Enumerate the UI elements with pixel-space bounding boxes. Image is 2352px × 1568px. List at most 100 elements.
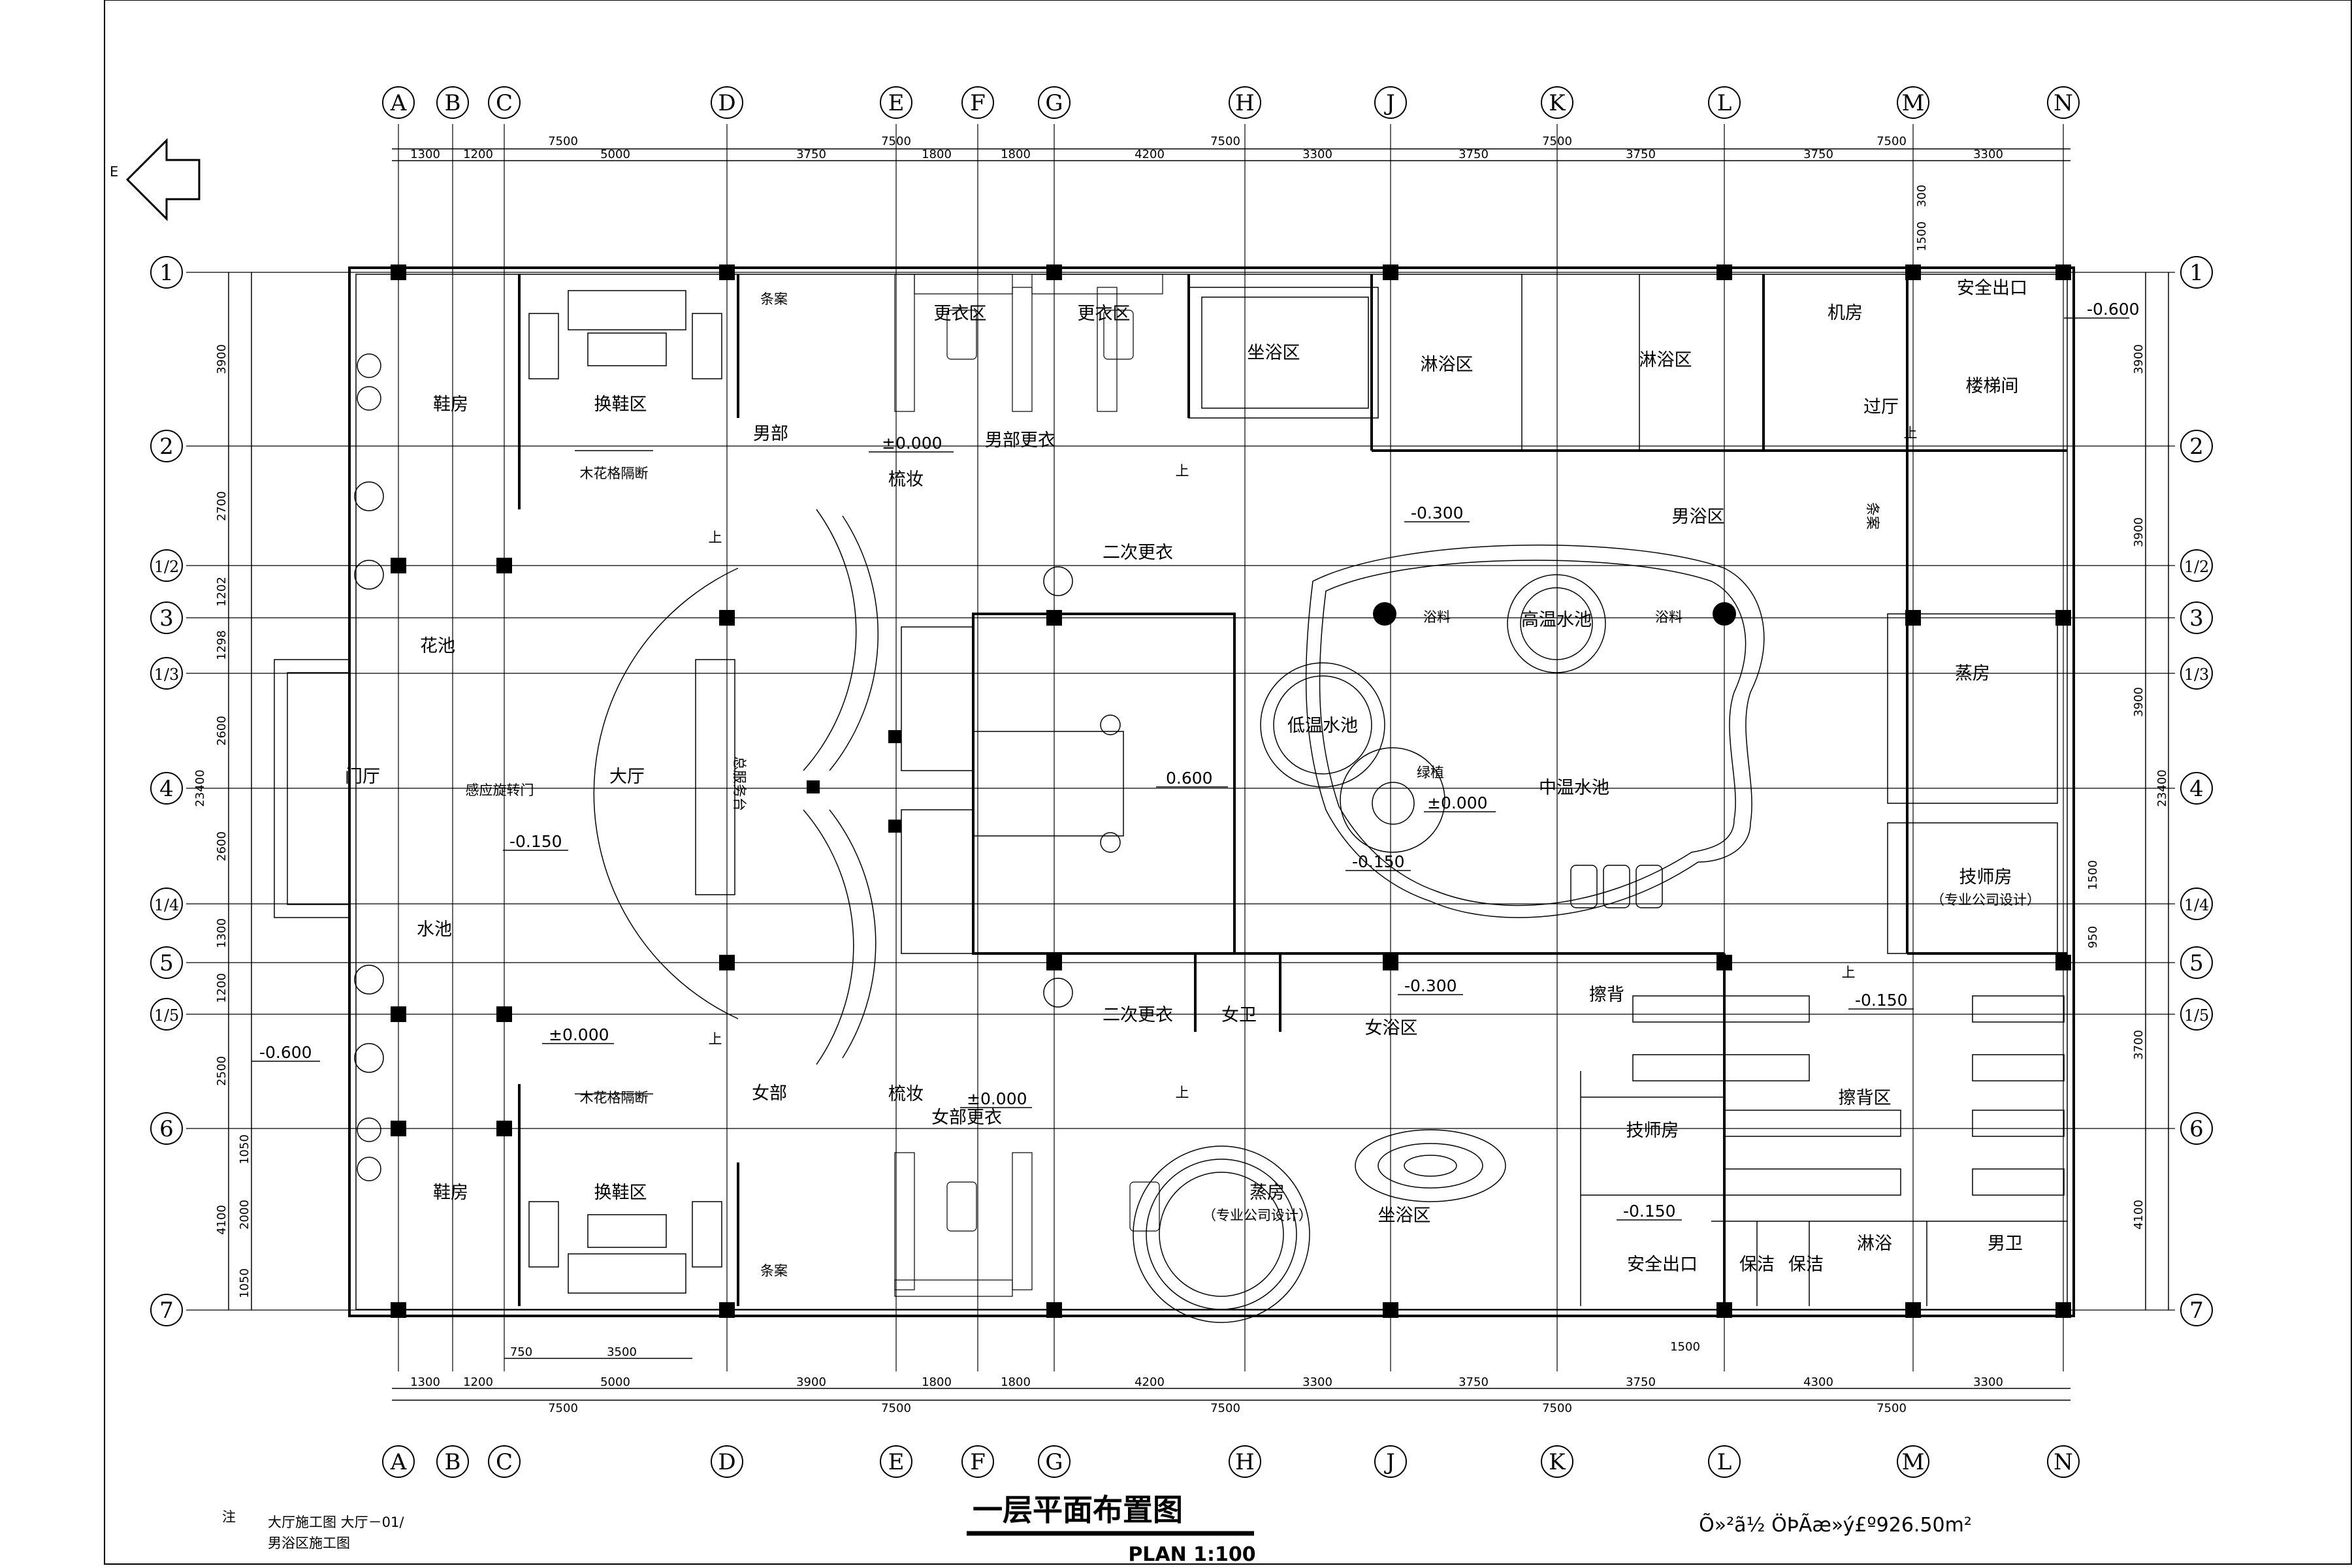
room-label: 中温水池 bbox=[1539, 778, 1609, 798]
svg-text:3750: 3750 bbox=[1626, 148, 1656, 161]
svg-text:750: 750 bbox=[510, 1345, 532, 1359]
level-mark: -0.150 bbox=[509, 832, 562, 851]
room-label: 门厅 bbox=[345, 767, 380, 787]
level-mark: ±0.000 bbox=[882, 434, 942, 453]
room-label: 换鞋区 bbox=[594, 394, 647, 415]
svg-text:3900: 3900 bbox=[2132, 344, 2146, 374]
svg-text:3300: 3300 bbox=[1973, 148, 2003, 161]
sheet-note: 大厅施工图 大厅－01/ bbox=[268, 1514, 404, 1530]
room-label: 楼梯间 bbox=[1966, 376, 2019, 396]
svg-text:3: 3 bbox=[2189, 605, 2204, 632]
svg-text:A: A bbox=[390, 90, 407, 116]
room-label: 浴料 bbox=[1655, 609, 1683, 625]
svg-text:3750: 3750 bbox=[1803, 148, 1833, 161]
room-label: 女部更衣 bbox=[931, 1108, 1002, 1128]
svg-text:F: F bbox=[970, 90, 986, 116]
svg-text:4: 4 bbox=[159, 776, 174, 802]
steam-room-round bbox=[1133, 1129, 1506, 1323]
svg-text:4100: 4100 bbox=[2132, 1200, 2146, 1230]
room-label: 技师房 bbox=[1959, 867, 2012, 888]
room-label: 上 bbox=[1176, 463, 1189, 479]
left-dimensions: 3900 2700 1202 1298 2600 2600 1300 1200 … bbox=[193, 272, 252, 1310]
room-label: 坐浴区 bbox=[1248, 343, 1300, 363]
row-axis-left: 1 2 1/2 3 1/3 4 1/4 5 1/5 6 7 bbox=[150, 256, 183, 1326]
svg-text:L: L bbox=[1717, 90, 1732, 116]
room-label: 女部 bbox=[752, 1083, 787, 1104]
level-marks: -0.600 ±0.000 -0.300 -0.150 0.600 ±0.000… bbox=[251, 300, 2140, 1221]
svg-text:3300: 3300 bbox=[1302, 1375, 1332, 1389]
pools bbox=[1260, 544, 1765, 918]
svg-text:7500: 7500 bbox=[1210, 1401, 1240, 1415]
svg-text:N: N bbox=[2054, 90, 2073, 116]
svg-text:5: 5 bbox=[2189, 950, 2204, 976]
svg-text:5000: 5000 bbox=[600, 1375, 630, 1389]
room-label: （专业公司设计） bbox=[1931, 892, 2040, 908]
svg-text:7500: 7500 bbox=[1542, 135, 1572, 148]
svg-text:23400: 23400 bbox=[2155, 769, 2169, 807]
room-label: 蒸房 bbox=[1249, 1183, 1285, 1203]
room-label: 条案 bbox=[1865, 502, 1880, 530]
svg-text:2600: 2600 bbox=[215, 831, 229, 861]
area-note: Õ»²ã½ ÖÞÃæ»ý£º926.50m² bbox=[1699, 1512, 1972, 1537]
svg-text:1/3: 1/3 bbox=[2184, 665, 2210, 684]
svg-text:7: 7 bbox=[2189, 1298, 2204, 1324]
svg-text:G: G bbox=[1045, 90, 1063, 116]
room-label: 感应旋转门 bbox=[466, 782, 534, 798]
svg-text:1: 1 bbox=[2189, 260, 2204, 286]
sheet-border bbox=[104, 0, 2352, 1565]
structural-columns bbox=[391, 264, 2071, 1318]
bottom-dimensions: 750 3500 1300 1200 5000 3900 1800 1800 4… bbox=[392, 1340, 2070, 1415]
svg-text:J: J bbox=[1384, 1449, 1395, 1475]
svg-text:N: N bbox=[2054, 1449, 2073, 1475]
level-mark: ±0.000 bbox=[549, 1025, 609, 1044]
svg-text:7500: 7500 bbox=[881, 1401, 911, 1415]
room-label: 二次更衣 bbox=[1103, 543, 1173, 563]
svg-text:7: 7 bbox=[159, 1298, 174, 1324]
svg-text:1/3: 1/3 bbox=[154, 665, 180, 684]
left-edge-mark: E bbox=[110, 164, 118, 180]
room-label: 机房 bbox=[1828, 303, 1863, 323]
svg-text:2700: 2700 bbox=[215, 491, 229, 521]
svg-text:7500: 7500 bbox=[1210, 135, 1240, 148]
svg-text:H: H bbox=[1235, 90, 1255, 116]
svg-text:1/2: 1/2 bbox=[2184, 558, 2210, 576]
svg-text:2500: 2500 bbox=[215, 1056, 229, 1086]
room-label: 蒸房 bbox=[1955, 664, 1990, 684]
room-label: 保洁 bbox=[1739, 1255, 1775, 1275]
svg-text:1500: 1500 bbox=[2086, 860, 2100, 890]
svg-text:1/4: 1/4 bbox=[154, 896, 180, 914]
building-walls bbox=[274, 266, 2075, 1317]
svg-text:3750: 3750 bbox=[1458, 1375, 1489, 1389]
room-label: 上 bbox=[1904, 425, 1918, 441]
svg-text:1200: 1200 bbox=[463, 1375, 493, 1389]
svg-text:1050: 1050 bbox=[238, 1134, 251, 1164]
column-grid-lines bbox=[398, 124, 2064, 1371]
room-label: 上 bbox=[709, 530, 722, 545]
room-label: 技师房 bbox=[1626, 1121, 1679, 1141]
room-label: 擦背区 bbox=[1839, 1088, 1892, 1108]
row-grid-lines bbox=[186, 272, 2175, 1311]
svg-text:1800: 1800 bbox=[1001, 1375, 1031, 1389]
column-axis-bottom: A B C D E F G H J K L M N bbox=[382, 1445, 2080, 1478]
room-label: 低温水池 bbox=[1287, 716, 1358, 736]
svg-text:K: K bbox=[1549, 90, 1566, 116]
scrub-beds bbox=[1632, 995, 2065, 1196]
svg-text:1/2: 1/2 bbox=[154, 558, 180, 576]
svg-text:1/4: 1/4 bbox=[2184, 896, 2210, 914]
room-label: 男部更衣 bbox=[985, 430, 1055, 451]
svg-text:G: G bbox=[1045, 1449, 1063, 1475]
svg-text:1500: 1500 bbox=[1915, 221, 1929, 251]
room-label: 男卫 bbox=[1988, 1234, 2023, 1254]
room-label: 条案 bbox=[760, 1263, 788, 1279]
svg-text:1300: 1300 bbox=[215, 918, 229, 948]
svg-text:M: M bbox=[1902, 1449, 1925, 1475]
level-mark: ±0.000 bbox=[1427, 793, 1488, 812]
svg-text:23400: 23400 bbox=[193, 769, 207, 807]
room-label: 梳妆 bbox=[888, 1084, 924, 1104]
svg-text:2: 2 bbox=[2189, 434, 2204, 460]
level-mark: -0.150 bbox=[1855, 991, 1908, 1010]
north-arrow-icon bbox=[125, 138, 201, 221]
svg-text:3700: 3700 bbox=[2132, 1030, 2146, 1060]
room-label: 总服务台 bbox=[732, 756, 747, 811]
room-label: 过厅 bbox=[1863, 397, 1899, 417]
